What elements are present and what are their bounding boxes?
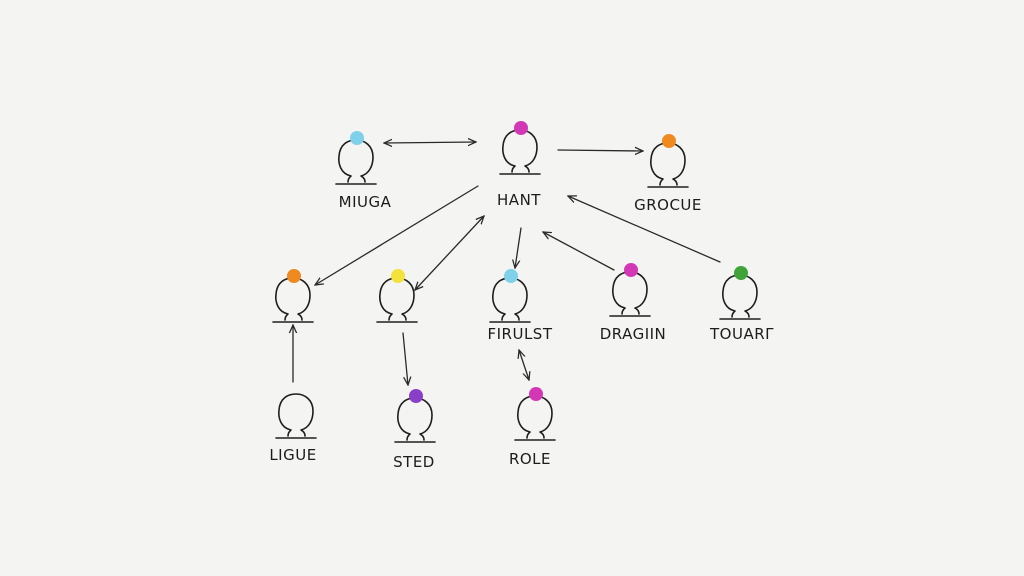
edges-layer [293, 142, 721, 385]
node-role [514, 387, 556, 441]
color-marker-dot [391, 269, 405, 283]
color-marker-dot [734, 266, 748, 280]
color-marker-dot [529, 387, 543, 401]
person-icon [275, 393, 317, 439]
edge-miuga-to-hant [384, 142, 476, 143]
edge-node-yellow-to-hant [415, 216, 484, 290]
node-node-orange-left [272, 269, 314, 323]
node-label-touart: TOUARΓ [709, 325, 774, 343]
node-dragiin [609, 263, 651, 317]
node-sted [394, 389, 436, 443]
person-icon [489, 277, 531, 323]
edge-dragiin-to-hant [543, 232, 615, 271]
edge-hant-to-node-orange-left [315, 185, 479, 285]
node-touart [719, 266, 761, 320]
person-icon [514, 395, 556, 441]
node-hant [499, 121, 541, 175]
edge-hant-to-firulst [515, 227, 522, 268]
node-label-ligue: LIGUE [269, 446, 316, 464]
color-marker-dot [662, 134, 676, 148]
nodes-layer: MIUGA HANT GROCUE FIRULST DRAGIIN TOUARΓ LIGUE… [269, 121, 774, 471]
color-marker-dot [624, 263, 638, 277]
color-marker-dot [409, 389, 423, 403]
person-icon [719, 274, 761, 320]
node-label-firulst: FIRULST [488, 325, 553, 343]
node-label-role: ROLE [509, 450, 551, 468]
person-icon [499, 129, 541, 175]
node-label-miuga: MIUGA [339, 193, 392, 211]
edge-node-yellow-to-sted [402, 332, 408, 385]
person-icon [647, 142, 689, 188]
person-icon [394, 397, 436, 443]
edge-touart-to-hant [568, 196, 721, 263]
node-grocue [647, 134, 689, 188]
person-icon [335, 139, 377, 185]
color-marker-dot [350, 131, 364, 145]
node-node-yellow [376, 269, 418, 323]
node-label-sted: STED [393, 453, 435, 471]
node-miuga [335, 131, 377, 185]
node-label-grocue: GROCUE [634, 196, 702, 214]
node-ligue [275, 393, 317, 439]
edge-firulst-to-role [519, 350, 529, 380]
person-icon [272, 277, 314, 323]
node-label-dragiin: DRAGIIN [600, 325, 667, 343]
node-label-hant: HANT [497, 191, 541, 209]
person-icon [376, 277, 418, 323]
color-marker-dot [514, 121, 528, 135]
color-marker-dot [504, 269, 518, 283]
edge-hant-to-grocue [557, 150, 643, 151]
color-marker-dot [287, 269, 301, 283]
node-firulst [489, 269, 531, 323]
person-icon [609, 271, 651, 317]
